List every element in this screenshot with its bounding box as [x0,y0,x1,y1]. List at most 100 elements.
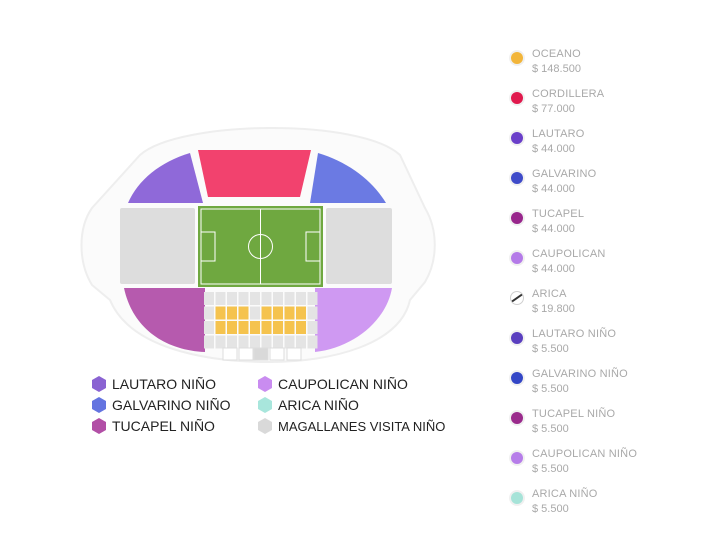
section-side-right[interactable] [326,208,392,284]
seat-block-oceano[interactable] [296,306,306,320]
price-name: CAUPOLICAN [532,248,606,260]
legend-item-lautaro-nino[interactable]: LAUTARO NIÑO [90,374,216,394]
price-item-arica-nino[interactable]: ARICA NIÑO $ 5.500 [508,487,708,527]
color-dot-icon [511,452,523,464]
price-name: CORDILLERA [532,88,605,100]
seat-block[interactable] [238,335,249,349]
seat-block[interactable] [307,292,318,305]
seat-block-oceano[interactable] [250,321,260,334]
legend-item-galvarino-nino[interactable]: GALVARINO NIÑO [90,395,231,415]
map-legend: LAUTARO NIÑO CAUPOLICAN NIÑO GALVARINO N… [90,374,450,438]
seat-block[interactable] [204,321,214,334]
seat-block[interactable] [227,292,237,305]
section-oceano[interactable] [204,292,318,349]
price-value: $ 44.000 [532,223,575,235]
price-value: $ 5.500 [532,503,569,515]
seat-block[interactable] [215,335,226,349]
price-item-caupolican-nino[interactable]: CAUPOLICAN NIÑO $ 5.500 [508,447,708,487]
hexagon-icon [258,418,272,434]
seat-block[interactable] [238,292,249,305]
seat-block-oceano[interactable] [238,306,249,320]
seat-block[interactable] [273,335,283,349]
hexagon-icon [92,376,106,392]
seat-block[interactable] [204,335,214,349]
seat-block-oceano[interactable] [296,321,306,334]
color-dot-icon [511,372,523,384]
section-tucapel[interactable] [124,288,205,352]
hexagon-icon [92,418,106,434]
seat-block[interactable] [307,306,318,320]
price-item-lautaro[interactable]: LAUTARO $ 44.000 [508,127,708,167]
legend-label: TUCAPEL NIÑO [112,418,215,434]
legend-item-caupolican-nino[interactable]: CAUPOLICAN NIÑO [256,374,408,394]
seat-block[interactable] [227,335,237,349]
price-item-tucapel-nino[interactable]: TUCAPEL NIÑO $ 5.500 [508,407,708,447]
seat-block[interactable] [273,292,283,305]
seat-block-oceano[interactable] [261,321,272,334]
color-dot-icon [511,412,523,424]
seat-block-oceano[interactable] [284,321,295,334]
legend-label: MAGALLANES VISITA NIÑO [278,418,446,434]
legend-label: CAUPOLICAN NIÑO [278,376,408,392]
color-dot-icon [511,212,523,224]
seat-block-oceano[interactable] [273,321,283,334]
price-value: $ 5.500 [532,463,569,475]
section-side-left[interactable] [120,208,195,284]
seat-block[interactable] [284,292,295,305]
color-dot-icon [511,92,523,104]
price-name: OCEANO [532,48,581,60]
hexagon-icon [258,376,272,392]
price-item-arica[interactable]: ARICA $ 19.800 [508,287,708,327]
seat-block-oceano[interactable] [238,321,249,334]
price-item-caupolican[interactable]: CAUPOLICAN $ 44.000 [508,247,708,287]
legend-label: ARICA NIÑO [278,397,359,413]
legend-item-magallanes-visita-nino[interactable]: MAGALLANES VISITA NIÑO [256,416,445,436]
seat-block[interactable] [250,292,260,305]
price-item-cordillera[interactable]: CORDILLERA $ 77.000 [508,87,708,127]
price-name: GALVARINO [532,168,597,180]
seat-block-oceano[interactable] [215,306,226,320]
seat-block-oceano[interactable] [273,306,283,320]
price-value: $ 77.000 [532,103,575,115]
color-dot-icon [511,332,523,344]
price-item-oceano[interactable]: OCEANO $ 148.500 [508,47,708,87]
legend-item-tucapel-nino[interactable]: TUCAPEL NIÑO [90,416,215,436]
seat-block-oceano[interactable] [215,321,226,334]
price-item-galvarino[interactable]: GALVARINO $ 44.000 [508,167,708,207]
section-lautaro[interactable] [128,153,203,203]
seat-block[interactable] [204,292,214,305]
seat-block[interactable] [284,335,295,349]
seat-block[interactable] [250,306,260,320]
seat-block[interactable] [296,335,306,349]
price-value: $ 148.500 [532,63,581,75]
price-item-lautaro-nino[interactable]: LAUTARO NIÑO $ 5.500 [508,327,708,367]
color-dot-icon [511,172,523,184]
seat-block-oceano[interactable] [284,306,295,320]
legend-label: GALVARINO NIÑO [112,397,231,413]
price-list: OCEANO $ 148.500 CORDILLERA $ 77.000 LAU… [508,47,708,527]
seat-block[interactable] [215,292,226,305]
boxes-row [222,347,302,361]
seat-block[interactable] [296,292,306,305]
seat-block[interactable] [307,321,318,334]
seat-block[interactable] [261,292,272,305]
seat-block[interactable] [250,335,260,349]
seat-block[interactable] [204,306,214,320]
seat-block-oceano[interactable] [261,306,272,320]
color-dot-icon [511,132,523,144]
seat-block[interactable] [307,335,318,349]
legend-item-arica-nino[interactable]: ARICA NIÑO [256,395,359,415]
color-dot-icon [511,252,523,264]
seat-block-oceano[interactable] [227,321,237,334]
price-value: $ 44.000 [532,263,575,275]
section-galvarino[interactable] [310,153,386,203]
price-item-galvarino-nino[interactable]: GALVARINO NIÑO $ 5.500 [508,367,708,407]
hexagon-icon [258,397,272,413]
section-caupolican[interactable] [315,288,392,352]
seat-block-oceano[interactable] [227,306,237,320]
price-item-tucapel[interactable]: TUCAPEL $ 44.000 [508,207,708,247]
price-name: LAUTARO [532,128,585,140]
seat-block[interactable] [261,335,272,349]
section-cordillera[interactable] [198,150,311,197]
